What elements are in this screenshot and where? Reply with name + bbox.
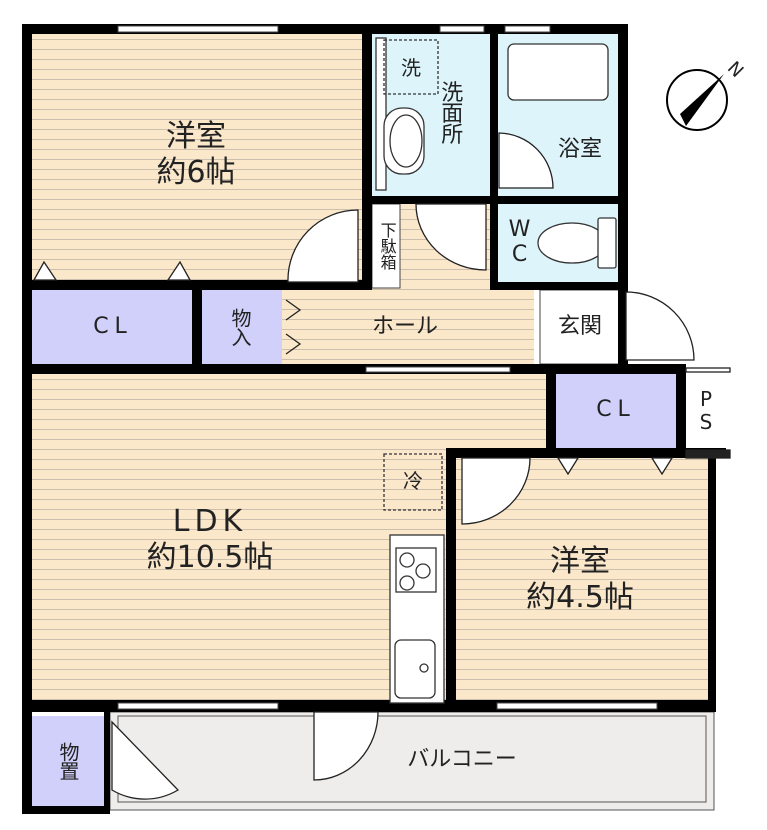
hall-label: ホール — [371, 313, 439, 339]
room-name: 洋室 — [166, 119, 226, 154]
closet-left — [32, 290, 194, 364]
fixtures — [375, 37, 617, 704]
room-size: 約10.5帖 — [146, 540, 274, 575]
washroom-label: 洗面所 — [437, 80, 463, 144]
fridge-label: 冷 — [403, 469, 423, 493]
doors — [32, 132, 731, 800]
balcony-label: バルコニー — [407, 746, 517, 772]
bath-label: 浴室 — [557, 136, 603, 162]
storage-hall-label: 物入 — [228, 308, 252, 346]
room-name: LDK — [172, 504, 248, 539]
storage-balcony — [32, 716, 104, 806]
storage-hall — [202, 290, 282, 364]
balcony-floor — [109, 711, 715, 811]
room-name: 洋室 — [550, 544, 610, 579]
wc-label: WC — [507, 217, 532, 267]
washer-label: 洗 — [401, 56, 421, 80]
closet-left-label: CL — [93, 313, 133, 339]
room-size: 約4.5帖 — [526, 580, 634, 615]
toilet-icon — [537, 222, 607, 264]
compass-icon — [666, 69, 728, 131]
windows — [117, 25, 658, 710]
kitchen-sink — [394, 639, 436, 699]
storage-balcony-label: 物置 — [56, 742, 80, 780]
closet-right — [556, 374, 676, 448]
bathtub — [507, 43, 609, 101]
entrance-label: 玄関 — [557, 313, 603, 339]
fridge-space — [383, 453, 443, 511]
ps-label: PS — [694, 387, 718, 433]
western-room-45-label: 洋室約4.5帖 — [526, 544, 634, 616]
closet-right-label: CL — [596, 396, 636, 422]
washer-space — [383, 39, 439, 95]
western-room-6-label: 洋室約6帖 — [156, 119, 235, 191]
shoe-box-label: 下駄箱 — [377, 222, 397, 270]
room-size: 約6帖 — [156, 155, 236, 190]
